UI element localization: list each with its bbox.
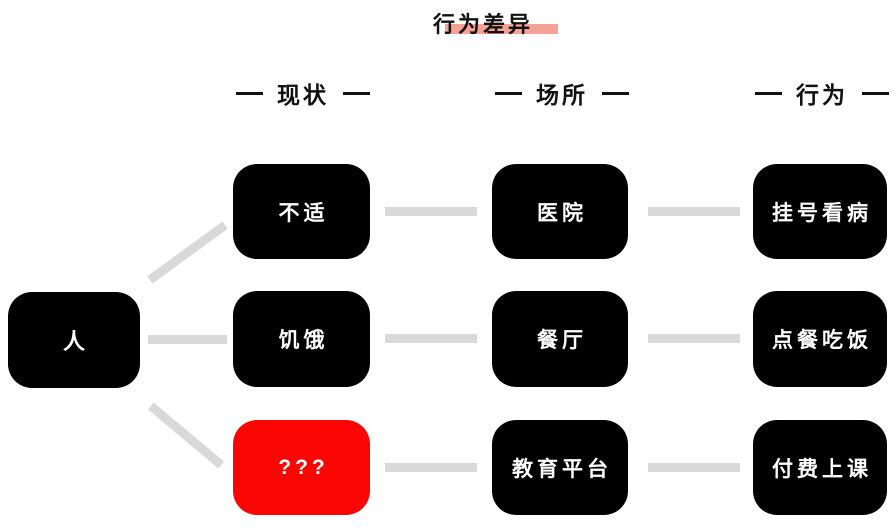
node-status-discomfort: 不适 [233, 164, 370, 259]
title-highlight-bar [445, 24, 558, 34]
diagram-title: 行为差异 [433, 7, 558, 39]
node-status-hunger: 饥饿 [233, 291, 370, 387]
column-header-status: 现状 [236, 76, 370, 110]
connector-status-place-1 [385, 334, 477, 343]
header-dash-icon [755, 91, 782, 95]
header-dash-icon [862, 91, 889, 95]
connector-status-place-2 [385, 463, 477, 472]
node-place-education-platform: 教育平台 [492, 420, 628, 515]
column-header-place-label: 场所 [536, 82, 588, 108]
column-header-behavior: 行为 [755, 76, 889, 110]
diagram-title-text: 行为差异 [433, 12, 534, 37]
header-dash-icon [343, 91, 370, 95]
node-place-hospital: 医院 [492, 164, 628, 259]
connector-person-status-0 [147, 221, 228, 284]
node-behavior-register-doctor: 挂号看病 [753, 164, 887, 259]
node-behavior-paid-class: 付费上课 [753, 420, 887, 515]
node-place-restaurant: 餐厅 [492, 291, 628, 387]
node-person: 人 [8, 292, 140, 388]
connector-place-behavior-2 [648, 463, 740, 472]
connector-status-place-0 [385, 207, 477, 216]
connector-place-behavior-0 [648, 207, 740, 216]
column-header-behavior-label: 行为 [796, 82, 848, 108]
header-dash-icon [236, 91, 263, 95]
node-behavior-order-food: 点餐吃饭 [753, 291, 887, 387]
header-dash-icon [602, 91, 629, 95]
column-header-place: 场所 [495, 76, 629, 110]
header-dash-icon [495, 91, 522, 95]
connector-place-behavior-1 [648, 334, 740, 343]
connector-person-status-1 [148, 335, 227, 344]
connector-person-status-2 [147, 402, 225, 469]
node-status-unknown: ??? [233, 420, 370, 515]
column-header-status-label: 现状 [277, 82, 329, 108]
